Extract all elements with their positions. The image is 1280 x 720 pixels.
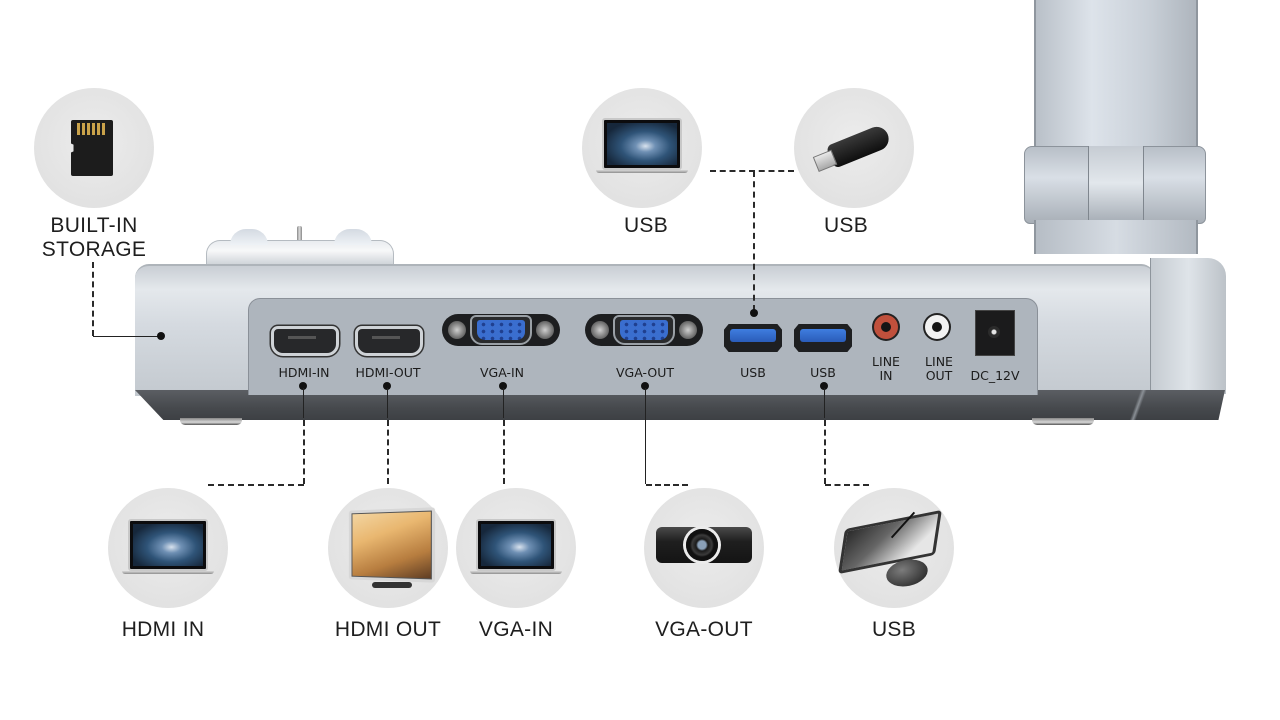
device-base bbox=[135, 390, 1225, 420]
vga-in-label: VGA-IN bbox=[478, 618, 554, 641]
hdmi-out-port-label: HDMI-OUT bbox=[355, 365, 421, 380]
hdmi-in-dashed-horizontal bbox=[208, 484, 304, 486]
storage-connector-solid bbox=[93, 336, 159, 337]
camera-arm bbox=[1034, 0, 1198, 150]
usb-port-1 bbox=[724, 324, 782, 352]
line-out-jack bbox=[925, 315, 949, 339]
control-pin bbox=[297, 226, 302, 240]
storage-label: BUILT-IN STORAGE bbox=[24, 214, 164, 262]
vga-in-port bbox=[442, 314, 560, 346]
control-knob-left bbox=[230, 229, 268, 245]
hdmi-in-port bbox=[271, 326, 339, 356]
monitor-stand-icon bbox=[372, 582, 412, 588]
control-knob-right bbox=[334, 229, 372, 245]
vga-out-label: VGA-OUT bbox=[655, 618, 753, 641]
line-in-label-line2: IN bbox=[879, 368, 893, 383]
line-out-label: LINE OUT bbox=[915, 355, 963, 383]
usb-peripherals-label: USB bbox=[871, 618, 917, 641]
storage-connector-dashed bbox=[92, 262, 94, 336]
usb-port-2 bbox=[794, 324, 852, 352]
hdmi-out-dashed-line bbox=[387, 420, 389, 484]
hdmi-out-solid-line bbox=[387, 388, 388, 418]
storage-connector-dot bbox=[157, 332, 165, 340]
hdmi-out-port bbox=[355, 326, 423, 356]
usb-top-connector-vertical bbox=[753, 171, 755, 311]
vga-in-port-label: VGA-IN bbox=[479, 365, 525, 380]
line-out-label-line1: LINE bbox=[925, 354, 953, 369]
hdmi-in-label: HDMI IN bbox=[121, 618, 205, 641]
vga-out-dot bbox=[641, 382, 649, 390]
base-bevel bbox=[1125, 390, 1153, 420]
dc-12v-label: DC_12V bbox=[970, 368, 1020, 383]
line-out-label-line2: OUT bbox=[925, 368, 953, 383]
line-in-label: LINE IN bbox=[864, 355, 908, 383]
vga-out-dashed-horizontal bbox=[646, 484, 688, 486]
vga-in-dot bbox=[499, 382, 507, 390]
usb-bottom-dashed-line bbox=[824, 420, 826, 484]
arm-hinge-center bbox=[1088, 146, 1144, 220]
device-body-right bbox=[1150, 258, 1226, 394]
vga-out-port bbox=[585, 314, 703, 346]
usb-laptop-label: USB bbox=[623, 214, 669, 237]
hdmi-in-dashed-line bbox=[303, 420, 305, 484]
vga-out-port-label: VGA-OUT bbox=[616, 365, 674, 380]
arm-neck bbox=[1034, 220, 1198, 254]
usb-bottom-dashed-horizontal bbox=[825, 484, 869, 486]
vga-in-dashed-line bbox=[503, 420, 505, 484]
usb-top-connector-horizontal bbox=[710, 170, 794, 172]
usb-port-1-label: USB bbox=[740, 365, 766, 380]
hdmi-in-solid-line bbox=[303, 388, 304, 418]
micro-sd-card-icon bbox=[71, 120, 113, 176]
projector-icon bbox=[656, 527, 752, 563]
hdmi-in-port-label: HDMI-IN bbox=[278, 365, 330, 380]
usb-top-connector-dot bbox=[750, 309, 758, 317]
line-in-jack bbox=[874, 315, 898, 339]
storage-label-line1: BUILT-IN bbox=[50, 214, 138, 237]
dc-power-jack bbox=[975, 310, 1015, 356]
usb-flash-label: USB bbox=[823, 214, 869, 237]
vga-out-solid-line bbox=[645, 388, 646, 484]
device-foot-right bbox=[1032, 418, 1094, 425]
usb-bottom-dot bbox=[820, 382, 828, 390]
usb-port-2-label: USB bbox=[810, 365, 836, 380]
hdmi-out-dot bbox=[383, 382, 391, 390]
line-in-label-line1: LINE bbox=[872, 354, 900, 369]
storage-label-line2: STORAGE bbox=[41, 238, 147, 261]
usb-bottom-solid-line bbox=[824, 388, 825, 418]
device-foot-left bbox=[180, 418, 242, 425]
monitor-icon bbox=[348, 507, 436, 583]
vga-in-solid-line bbox=[503, 388, 504, 418]
hdmi-out-label: HDMI OUT bbox=[334, 618, 442, 641]
hdmi-in-dot bbox=[299, 382, 307, 390]
